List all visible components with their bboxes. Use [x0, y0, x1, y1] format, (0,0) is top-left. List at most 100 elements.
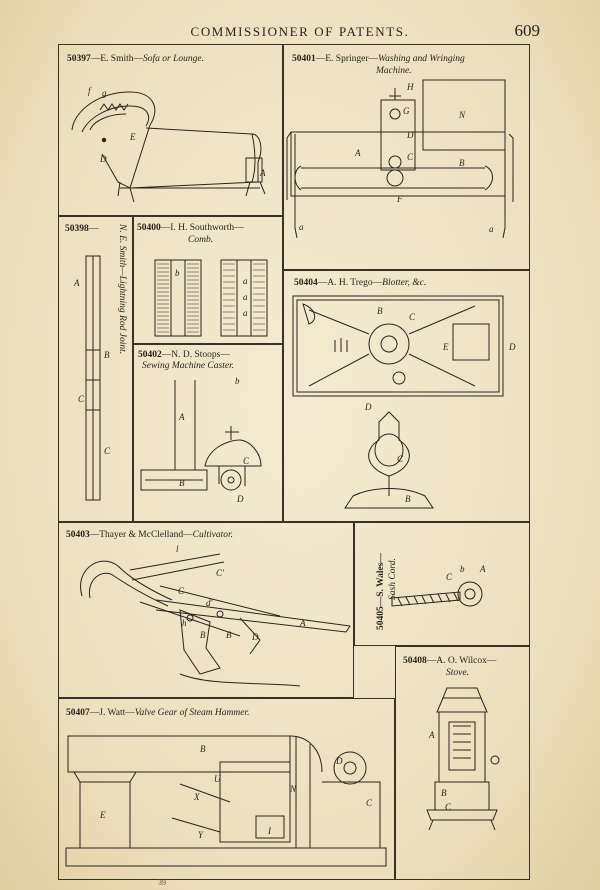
- fig-label: C: [78, 394, 85, 404]
- patent-title: Blotter, &c.: [382, 278, 427, 288]
- fig-label: C: [407, 152, 414, 162]
- patent-caption-50404: 50404—A. H. Trego—Blotter, &c.: [294, 278, 426, 289]
- patent-caption-50405-vertical: 50405—S. Wales—: [376, 553, 386, 630]
- patent-figure-50401: [283, 44, 530, 270]
- page-number: 609: [514, 21, 541, 40]
- fig-label: U: [214, 774, 221, 784]
- fig-label: E: [129, 132, 136, 142]
- fig-label: C: [409, 312, 416, 322]
- patent-title: Washing and Wringing: [378, 54, 465, 64]
- running-head: COMMISSIONER OF PATENTS.: [190, 24, 410, 39]
- patent-caption-50398: 50398—: [65, 224, 99, 234]
- fig-label: D: [251, 632, 259, 642]
- fig-label: a: [243, 308, 248, 318]
- blotter-drawing: B C E D D C B: [285, 290, 516, 520]
- patent-inventor: —E. Smith—: [90, 54, 144, 64]
- patent-inventor: —J. Watt—: [89, 708, 135, 718]
- comb-drawing: b a a a: [135, 250, 281, 342]
- fig-label: B: [377, 306, 383, 316]
- fig-label: f: [88, 86, 92, 96]
- patent-inventor: —N. D. Stoops—: [161, 350, 230, 360]
- fig-label: C: [178, 586, 185, 596]
- fig-label: X: [193, 792, 200, 802]
- patent-caption-50408: 50408—A. O. Wilcox—: [403, 656, 496, 667]
- patent-figure-50404: [283, 270, 530, 522]
- patent-number: 50404: [294, 278, 318, 288]
- patent-number: 50397: [67, 54, 91, 64]
- patent-figure-50397: [58, 44, 283, 216]
- patent-caption-50408-line2: Stove.: [446, 668, 469, 678]
- patent-title: Cultivator.: [192, 530, 234, 540]
- fig-label: B: [459, 158, 465, 168]
- patent-caption-50401-line2: Machine.: [376, 66, 412, 76]
- stove-drawing: A B C: [397, 682, 528, 876]
- fig-label: a: [243, 292, 248, 302]
- fig-label: G: [403, 106, 410, 116]
- fig-label: Y: [198, 830, 204, 840]
- fig-label: D: [364, 402, 372, 412]
- sofa-drawing: f g E D A: [60, 86, 266, 212]
- patent-caption-50407: 50407—J. Watt—Valve Gear of Steam Hammer…: [66, 708, 250, 719]
- fig-label: B: [226, 630, 232, 640]
- patent-inventor: —E. Springer—: [315, 54, 379, 64]
- patent-figure-50400: [133, 216, 283, 344]
- fig-label: A: [73, 278, 80, 288]
- fig-label: A: [354, 148, 361, 158]
- fig-label: A: [428, 730, 435, 740]
- fig-label: B: [441, 788, 447, 798]
- fig-label: F: [396, 194, 403, 204]
- patent-title: Valve Gear of Steam Hammer.: [134, 708, 250, 718]
- fig-label: C: [104, 446, 111, 456]
- fig-label: C: [446, 572, 453, 582]
- fig-label: A: [259, 168, 266, 178]
- patent-number: 50403: [66, 530, 90, 540]
- fig-label: D: [508, 342, 516, 352]
- fig-label: B: [200, 744, 206, 754]
- patent-number: 50400: [137, 223, 161, 233]
- patent-caption-50402: 50402—N. D. Stoops—: [138, 350, 230, 361]
- patent-inventor: —A. O. Wilcox—: [426, 656, 497, 666]
- patent-figure-50403: [58, 522, 354, 698]
- patent-number: 50407: [66, 708, 90, 718]
- patent-caption-50401: 50401—E. Springer—Washing and Wringing: [292, 54, 465, 65]
- lightning-rod-drawing: A B C C: [73, 240, 111, 510]
- patent-number: 50402: [138, 350, 162, 360]
- fig-label: a: [243, 276, 248, 286]
- patent-title: Sofa or Lounge.: [143, 54, 204, 64]
- fig-label: B: [200, 630, 206, 640]
- fig-label: B: [179, 478, 185, 488]
- fig-label: E: [99, 810, 106, 820]
- fig-label: b: [235, 376, 240, 386]
- patent-figure-50402: [133, 344, 283, 522]
- fig-label: a: [299, 222, 304, 232]
- patent-caption-50397: 50397—E. Smith—Sofa or Lounge.: [67, 54, 204, 65]
- fig-label: D: [335, 756, 343, 766]
- fig-label: D: [406, 130, 414, 140]
- fig-label: g: [102, 88, 107, 98]
- patent-number: 50401: [292, 54, 316, 64]
- patent-caption-50400: 50400—I. H. Southworth—: [137, 223, 244, 234]
- fig-label: E: [442, 342, 449, 352]
- fig-label: C: [366, 798, 373, 808]
- caster-drawing: A B C D b: [135, 376, 281, 504]
- footer-signature-mark: 39: [158, 878, 166, 887]
- cultivator-drawing: l C' C d' h B A B D: [60, 544, 352, 696]
- fig-label: B: [405, 494, 411, 504]
- patent-number: 50398: [65, 224, 89, 234]
- fig-label: H: [406, 82, 414, 92]
- patent-caption-50403: 50403—Thayer & McClelland—Cultivator.: [66, 530, 233, 541]
- patent-inventor: —A. H. Trego—: [317, 278, 383, 288]
- fig-label: I: [267, 826, 272, 836]
- fig-label: A: [178, 412, 185, 422]
- patent-caption-50400-line2: Comb.: [188, 235, 214, 245]
- fig-label: d': [206, 598, 214, 608]
- patent-number: 50408: [403, 656, 427, 666]
- patent-figure-50408: [395, 646, 530, 880]
- fig-label: A: [299, 618, 306, 628]
- fig-label: D: [99, 154, 107, 164]
- steam-hammer-drawing: B E U X Y N D C I: [60, 722, 393, 876]
- fig-label: C: [445, 802, 452, 812]
- sash-cord-drawing: C b A: [388, 564, 486, 640]
- fig-label: A: [479, 564, 486, 574]
